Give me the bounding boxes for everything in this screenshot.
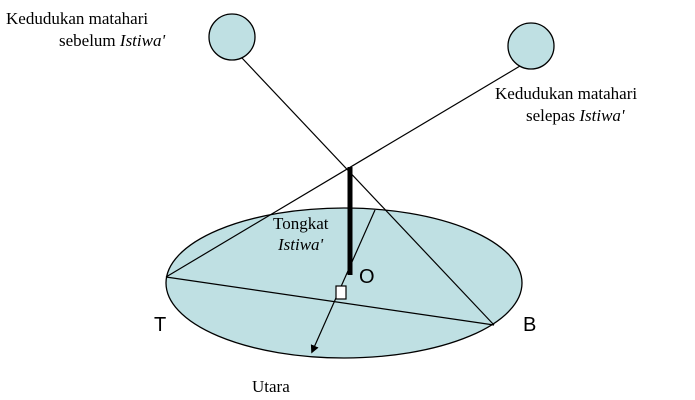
point-o-label: O — [359, 266, 375, 288]
stick-label-line1: Tongkat — [273, 214, 329, 233]
line-t-b — [165, 276, 495, 326]
ground-ellipse — [165, 207, 523, 359]
sun-before-label-line2: sebelum Istiwa' — [59, 31, 165, 50]
sun-before-label-line1: Kedudukan matahari — [6, 9, 148, 28]
sun-after-label-line1: Kedudukan matahari — [495, 84, 637, 103]
point-t-label: T — [154, 314, 166, 336]
north-label: Utara — [252, 377, 290, 396]
ray-before — [241, 57, 495, 326]
line-north — [310, 209, 376, 354]
right-angle-marker — [335, 285, 347, 300]
sun-after-circle — [507, 22, 555, 70]
sun-before-circle — [208, 13, 256, 61]
stick-label-line2: Istiwa' — [277, 235, 324, 254]
sun-after-label-line2: selepas Istiwa' — [526, 106, 625, 125]
point-b-label: B — [523, 314, 536, 336]
ray-after — [165, 65, 521, 278]
